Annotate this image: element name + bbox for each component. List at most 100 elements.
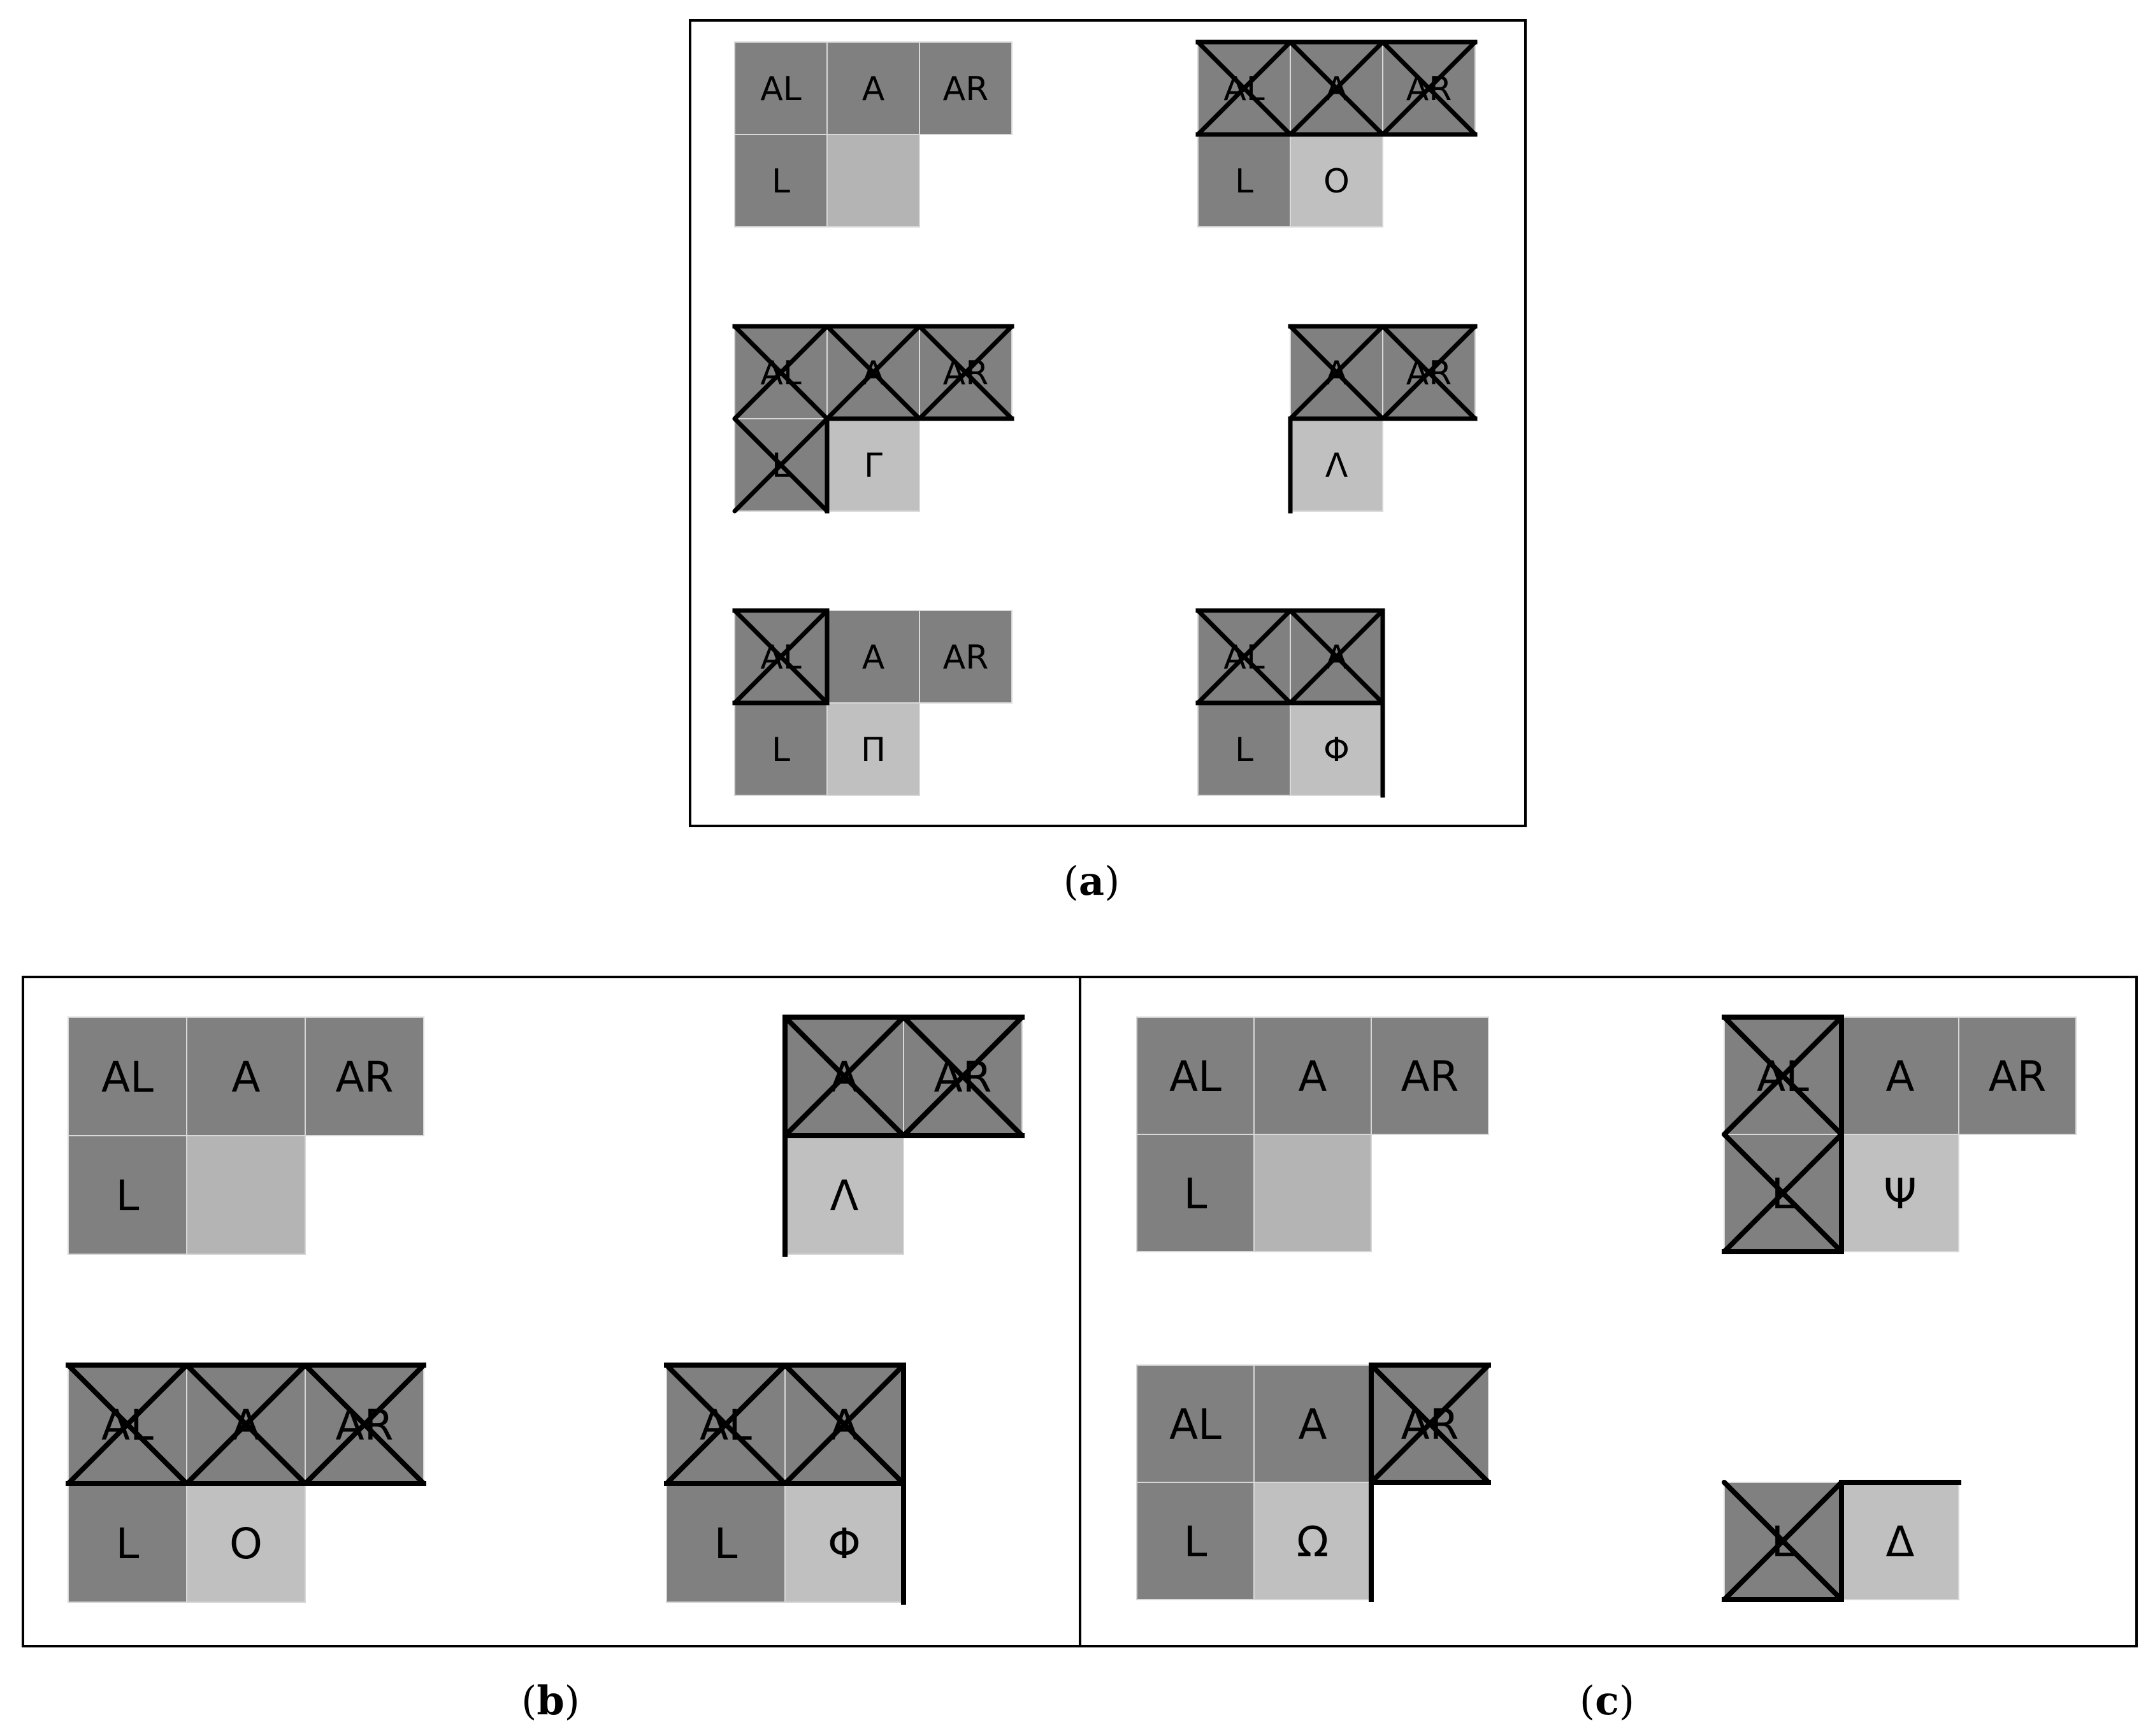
- cell-dark: [1841, 1016, 1959, 1135]
- caption-b-letter: b: [537, 1677, 564, 1724]
- cell-light: [826, 418, 920, 512]
- cell-light: [1253, 1482, 1372, 1600]
- caption-a-close: ): [1104, 858, 1120, 904]
- cell-label: A: [231, 1053, 260, 1102]
- caption-c-letter: c: [1595, 1677, 1619, 1724]
- cross-stroke: [1722, 1132, 1844, 1254]
- marks-a-2: [1195, 40, 1478, 137]
- cross-stroke: [782, 1363, 906, 1486]
- cross-stroke: [782, 1015, 906, 1138]
- marks-b-2: [782, 1015, 1025, 1257]
- cell-light: [826, 702, 920, 796]
- cell-label: Ω: [1297, 1517, 1329, 1566]
- marks-c-3: [1369, 1363, 1491, 1602]
- cell-label: AL: [760, 70, 802, 108]
- cell-light: [1841, 1134, 1959, 1252]
- cross-stroke: [732, 416, 830, 514]
- marks-b-4: [664, 1363, 906, 1605]
- cell-dark: [919, 41, 1013, 135]
- cell-dark: [68, 1135, 187, 1255]
- cell-label: A: [862, 639, 885, 677]
- cross-stroke: [664, 1363, 788, 1486]
- cell-label: AR: [943, 639, 989, 677]
- caption-a-open: (: [1063, 858, 1079, 904]
- caption-a-letter: a: [1079, 858, 1104, 904]
- cell-label: AL: [101, 1053, 154, 1102]
- cell-label: AR: [1401, 1052, 1459, 1101]
- caption-c: (c): [1580, 1677, 1634, 1724]
- cell-dark: [68, 1483, 187, 1603]
- caption-c-close: ): [1619, 1677, 1634, 1724]
- cross-stroke: [1288, 608, 1385, 705]
- cell-label: L: [116, 1519, 140, 1568]
- cell-dark: [826, 41, 920, 135]
- marks-b-3: [66, 1363, 426, 1486]
- cell-label: AR: [335, 1053, 393, 1102]
- cell-label: Φ: [828, 1519, 861, 1568]
- cross-stroke: [66, 1363, 189, 1486]
- marks-c-4: [1722, 1480, 1961, 1602]
- configuration-a-5: ALAARLΠ: [734, 610, 1013, 796]
- marks-a-6: [1195, 608, 1385, 798]
- cross-stroke: [1380, 40, 1478, 137]
- cell-label: AL: [1169, 1400, 1222, 1449]
- cell-empty: [1253, 1134, 1372, 1252]
- cell-label: L: [1184, 1169, 1207, 1219]
- cross-stroke: [1288, 40, 1385, 137]
- cell-dark: [1136, 1016, 1255, 1135]
- cross-stroke: [917, 324, 1014, 421]
- cell-label: O: [1323, 163, 1350, 201]
- cell-dark: [1253, 1016, 1372, 1135]
- marks-a-3: [732, 324, 1014, 514]
- cell-label: L: [772, 731, 790, 769]
- cell-label: AL: [1169, 1052, 1222, 1101]
- caption-b-open: (: [521, 1677, 537, 1724]
- configuration-a-1: AL A AR L: [734, 41, 1013, 228]
- panel-a-frame: [689, 19, 1527, 827]
- cross-stroke: [1722, 1015, 1844, 1137]
- cross-stroke: [1380, 324, 1478, 421]
- cell-dark: [305, 1016, 424, 1136]
- cell-label: L: [772, 163, 790, 201]
- cell-label: A: [1298, 1400, 1327, 1449]
- cross-stroke: [1369, 1363, 1491, 1485]
- cross-stroke: [184, 1363, 308, 1486]
- cell-label: A: [1298, 1052, 1327, 1101]
- cell-dark: [1371, 1016, 1489, 1135]
- cell-light: [186, 1483, 306, 1603]
- cell-label: Φ: [1323, 731, 1350, 769]
- cell-dark: [919, 610, 1013, 704]
- cross-stroke: [303, 1363, 426, 1486]
- cell-label: L: [1235, 731, 1253, 769]
- cell-dark: [68, 1016, 187, 1136]
- cross-stroke: [732, 608, 830, 705]
- caption-c-open: (: [1580, 1677, 1595, 1724]
- marks-c-2: [1722, 1015, 1844, 1254]
- cross-stroke: [732, 324, 830, 421]
- cell-label: L: [1235, 163, 1253, 201]
- cell-label: Ψ: [1884, 1169, 1917, 1219]
- cell-label: Π: [861, 731, 886, 769]
- cell-dark: [1136, 1482, 1255, 1600]
- cell-label: A: [862, 70, 885, 108]
- cell-label: L: [116, 1171, 140, 1220]
- caption-a: (a): [1063, 858, 1120, 904]
- cell-dark: [1136, 1134, 1255, 1252]
- cell-label: AR: [943, 70, 989, 108]
- configuration-c-1: AL A AR L: [1136, 1016, 1489, 1252]
- cell-dark: [826, 610, 920, 704]
- cell-label: L: [1184, 1517, 1207, 1566]
- cell-light: [1290, 134, 1383, 228]
- cell-label: L: [714, 1519, 738, 1568]
- caption-b: (b): [521, 1677, 580, 1724]
- cell-empty: [826, 134, 920, 228]
- caption-b-close: ): [565, 1677, 580, 1724]
- cell-label: Λ: [830, 1171, 858, 1220]
- cell-dark: [666, 1483, 786, 1603]
- marks-a-4: [1288, 324, 1478, 514]
- cross-stroke: [1195, 608, 1293, 705]
- marks-a-5: [732, 608, 830, 705]
- cross-stroke: [901, 1015, 1025, 1138]
- cross-stroke: [1195, 40, 1293, 137]
